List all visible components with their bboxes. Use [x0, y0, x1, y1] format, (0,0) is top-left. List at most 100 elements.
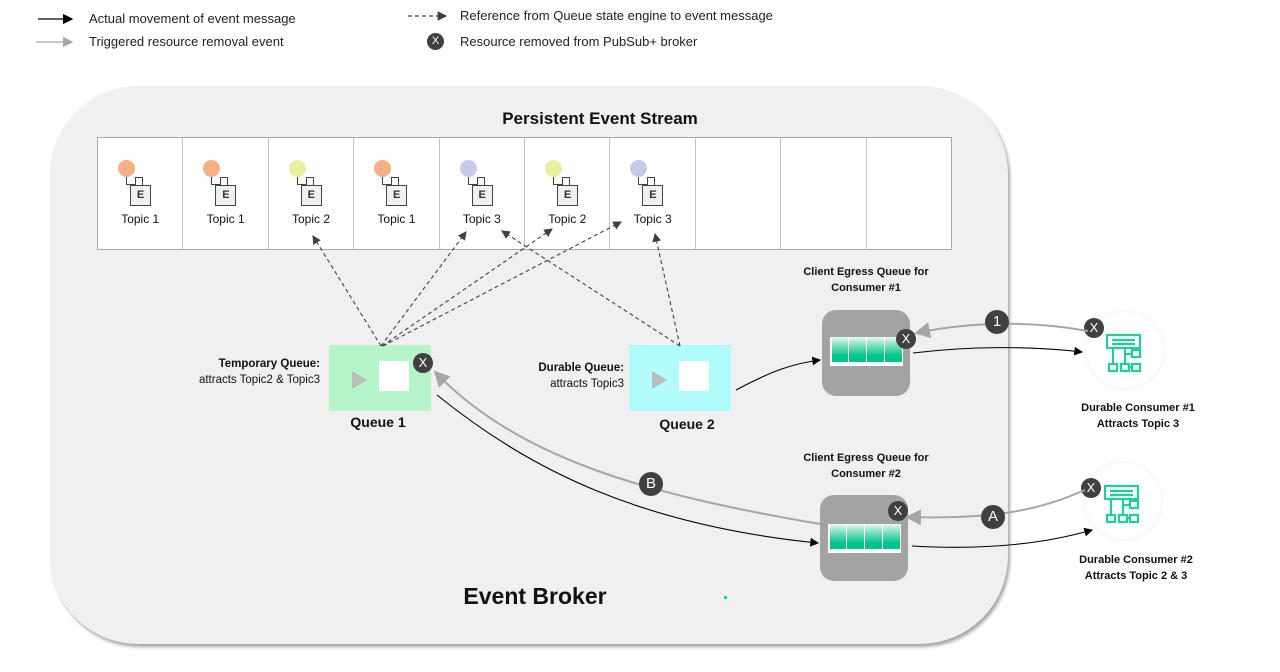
legend-x-badge-icon: X [427, 33, 444, 50]
decorative-dot [724, 596, 727, 599]
topic-label: Topic 2 [548, 212, 587, 226]
connector-line [467, 177, 477, 185]
topic-color-dot [459, 160, 477, 177]
egress-queue-1-title-line2: Consumer #1 [831, 282, 901, 294]
step-b-badge: B [639, 472, 663, 496]
connector-tab [476, 177, 485, 186]
stream-cell-empty [696, 138, 782, 249]
queue-slot [379, 361, 409, 391]
topic-color-dot [374, 160, 392, 177]
egress-queue-1-title: Client Egress Queue for Consumer #1 [776, 264, 956, 296]
connector-line [211, 177, 221, 185]
play-icon [652, 371, 667, 389]
persistent-event-stream: E Topic 1 E Topic 1 E Topic 2 E Topic 1 E Topic 3… [97, 137, 952, 250]
egress-queue-2-slots [828, 524, 901, 553]
queue-slot [865, 524, 882, 549]
queue-1-type: Temporary Queue: [218, 358, 320, 370]
stream-cell-event: E Topic 2 [269, 138, 355, 249]
topic-label: Topic 1 [206, 212, 245, 226]
consumer-hierarchy-icon [1105, 333, 1142, 373]
connector-tab [647, 177, 656, 186]
queue-2-name: Queue 2 [659, 416, 715, 432]
egress-queue-1[interactable] [822, 310, 910, 396]
egress-queue-2-removed-x-icon: X [888, 501, 908, 521]
queue-slot [867, 337, 884, 362]
topic-label: Topic 1 [377, 212, 416, 226]
queue-slot [847, 524, 864, 549]
stream-cell-event: E Topic 2 [525, 138, 611, 249]
egress-queue-1-title-line1: Client Egress Queue for [803, 266, 929, 278]
topic-color-dot [630, 160, 648, 177]
step-a-badge: A [981, 505, 1005, 529]
queue-1-removed-x-icon: X [413, 353, 433, 373]
egress-queue-2-title-line1: Client Egress Queue for [803, 452, 929, 464]
event-icon: E [215, 185, 237, 206]
topic-label: Topic 1 [121, 212, 160, 226]
topic-label: Topic 3 [462, 212, 501, 226]
stream-cell-event: E Topic 1 [354, 138, 440, 249]
connector-tab [305, 177, 314, 186]
stream-cell-empty [781, 138, 867, 249]
consumer-2-removed-x-icon: X [1081, 478, 1101, 498]
legend-lines [36, 11, 448, 48]
broker-title: Event Broker [463, 583, 607, 609]
event-icon: E [471, 185, 493, 206]
topic-color-dot [118, 160, 135, 177]
queue-slot [679, 361, 709, 391]
connector-tab [391, 177, 400, 186]
event-icon: E [386, 185, 408, 206]
queue-1-name: Queue 1 [350, 414, 406, 430]
topic-color-dot [288, 160, 306, 177]
consumer-1-removed-x-icon: X [1084, 318, 1104, 338]
queue-2-attracts: attracts Topic3 [550, 378, 624, 390]
consumer-2-subscription: Attracts Topic 2 & 3 [1084, 570, 1188, 582]
consumer-2-label: Durable Consumer #2 Attracts Topic 2 & 3 [1056, 552, 1216, 584]
consumer-1-subscription: Attracts Topic 3 [1096, 418, 1180, 430]
event-icon: E [642, 185, 664, 206]
queue-2-description: Durable Queue: attracts Topic3 [500, 360, 624, 392]
stream-title: Persistent Event Stream [502, 109, 698, 128]
egress-queue-2-title-line2: Consumer #2 [831, 468, 901, 480]
queue-2-box[interactable] [629, 345, 731, 411]
connector-line [382, 177, 392, 185]
stream-cell-event: E Topic 3 [610, 138, 696, 249]
legend-label-actual-movement: Actual movement of event message [89, 11, 296, 26]
queue-1-description: Temporary Queue: attracts Topic2 & Topic… [168, 356, 320, 388]
queue-slot [849, 337, 866, 362]
stream-cell-event: E Topic 1 [98, 138, 184, 249]
legend-label-resource-removed: Resource removed from PubSub+ broker [460, 34, 698, 49]
queue-slot [831, 337, 849, 362]
queue-slot [882, 524, 900, 549]
connector-line [126, 177, 135, 185]
egress-queue-1-slots [830, 337, 903, 366]
event-icon: E [557, 185, 579, 206]
topic-label: Topic 3 [633, 212, 672, 226]
legend-label-triggered-removal: Triggered resource removal event [89, 34, 284, 49]
stream-cell-empty [867, 138, 951, 249]
connector-line [296, 177, 306, 185]
stream-cell-event: E Topic 3 [440, 138, 526, 249]
queue-slot [829, 524, 847, 549]
connector-tab [220, 177, 229, 186]
event-icon: E [300, 185, 322, 206]
legend-label-reference: Reference from Queue state engine to eve… [460, 8, 773, 23]
topic-color-dot [203, 160, 221, 177]
connector-line [553, 177, 563, 185]
consumer-1-label: Durable Consumer #1 Attracts Topic 3 [1058, 400, 1218, 432]
step-1-badge: 1 [985, 310, 1009, 334]
connector-line [638, 177, 648, 185]
topic-color-dot [545, 160, 563, 177]
egress-queue-2-title: Client Egress Queue for Consumer #2 [776, 450, 956, 482]
connector-tab [135, 177, 143, 186]
play-icon [352, 371, 367, 389]
queue-2-type: Durable Queue: [538, 362, 624, 374]
topic-label: Topic 2 [292, 212, 331, 226]
consumer-1-name: Durable Consumer #1 [1081, 402, 1195, 414]
stream-cell-event: E Topic 1 [183, 138, 269, 249]
queue-1-attracts: attracts Topic2 & Topic3 [198, 374, 320, 386]
egress-queue-1-removed-x-icon: X [896, 329, 916, 349]
durable-consumer-2[interactable] [1085, 463, 1161, 539]
event-icon: E [130, 185, 151, 206]
consumer-hierarchy-icon [1103, 484, 1140, 524]
consumer-2-name: Durable Consumer #2 [1079, 554, 1193, 566]
